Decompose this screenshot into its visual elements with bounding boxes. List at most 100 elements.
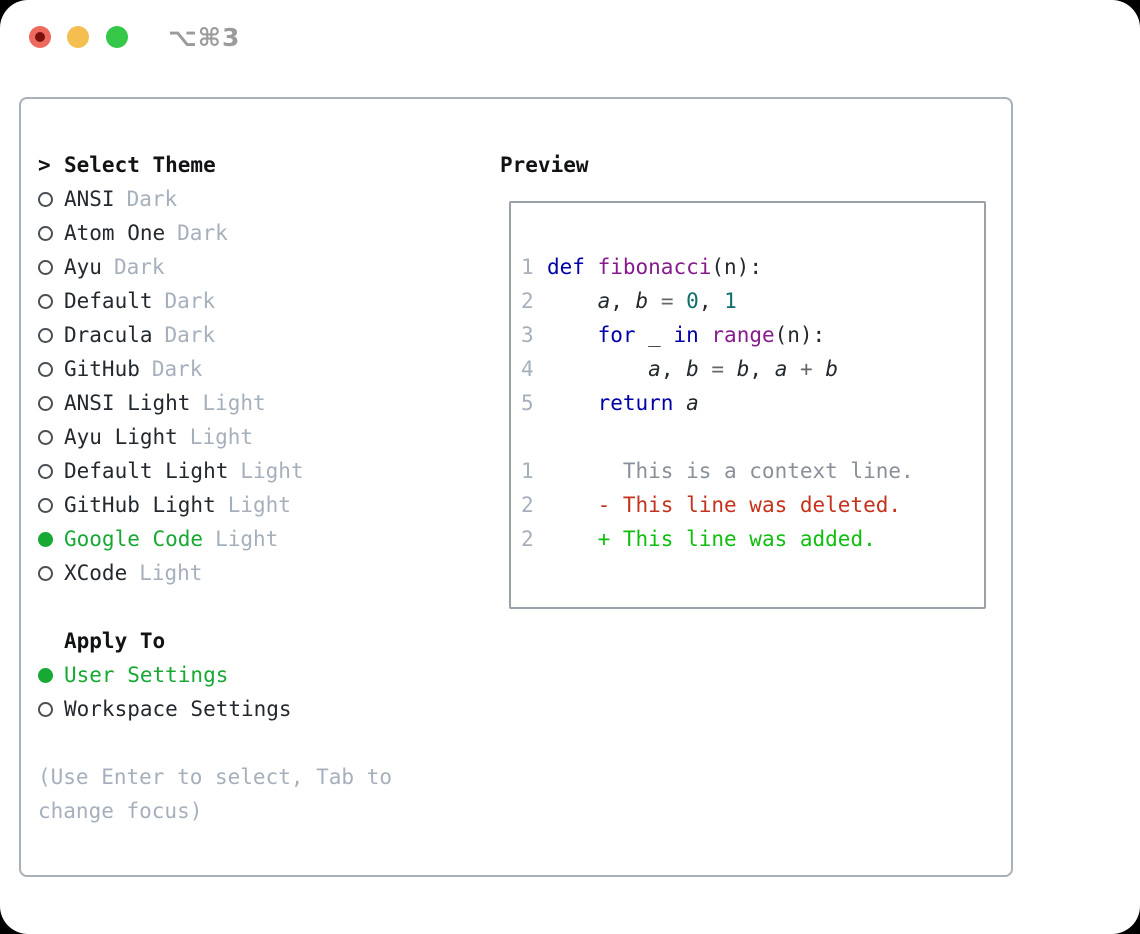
apply-to-label: User Settings [64,663,229,687]
code-line: 4 a, b = b, a + b [521,352,976,386]
theme-option[interactable]: Google Code Light [38,522,468,556]
theme-variant-label: Light [202,391,266,415]
line-number: 4 [521,357,534,381]
spacer [38,726,468,760]
code-token [699,352,712,386]
radio-slot [38,361,64,377]
theme-name-label: Google Code [64,527,204,551]
radio-icon [38,259,53,275]
code-token [547,318,598,352]
code-line: 3 for _ in range(n): [521,318,976,352]
radio-icon [38,293,53,309]
code-token [585,250,598,284]
radio-icon [38,327,53,343]
code-token: in [673,323,699,347]
diff-line: 2 - This line was deleted. [521,488,976,522]
code-token [813,352,826,386]
radio-icon [38,429,53,445]
theme-variant-label: Dark [164,323,216,347]
line-number: 2 [521,527,534,551]
code-token: b [825,357,838,381]
code-token: + [800,357,813,381]
code-line: 5 return a [521,386,976,420]
code-token: return [597,391,674,415]
code-token [648,284,661,318]
apply-to-header: Apply To [38,624,468,658]
code-token [699,318,712,352]
code-token: b [635,289,649,313]
theme-name-label: Ayu [64,255,102,279]
radio-slot [38,395,64,411]
theme-option[interactable]: GitHub Dark [38,352,468,386]
theme-variant-label: Dark [164,289,216,313]
code-token: fibonacci [597,255,712,279]
radio-slot [38,531,64,547]
line-number: 2 [521,289,534,313]
radio-selected-icon [38,667,53,683]
minimize-button[interactable] [67,26,89,48]
radio-icon [38,191,53,207]
theme-variant-label: Dark [151,357,203,381]
code-token: (n): [774,323,826,347]
code-token: b [686,357,699,381]
theme-option[interactable]: Default Dark [38,284,468,318]
radio-slot [38,293,64,309]
code-token: = [711,357,725,381]
theme-name-label: Default [64,289,153,313]
theme-variant-label: Light [139,561,203,585]
line-number: 2 [521,493,534,517]
code-token: , [749,357,775,381]
code-token [673,386,686,420]
diff-preview: 1 This is a context line.2 - This line w… [521,454,976,556]
apply-to-option[interactable]: Workspace Settings [38,692,468,726]
theme-name-label: ANSI Light [64,391,191,415]
close-button[interactable] [29,26,51,48]
code-token: - This line was deleted. [597,493,902,517]
theme-variant-label: Light [227,493,291,517]
code-token: _ [635,323,674,347]
select-theme-title: Select Theme [64,153,216,177]
radio-slot [38,667,64,683]
radio-slot [38,327,64,343]
code-token [547,352,648,386]
radio-slot [38,701,64,717]
radio-slot [38,429,64,445]
select-theme-header: > Select Theme [38,148,468,182]
radio-slot [38,259,64,275]
code-token: , [610,289,636,313]
theme-name-label: GitHub [64,357,140,381]
diff-line: 2 + This line was added. [521,522,976,556]
line-number: 5 [521,391,534,415]
code-token: a [774,357,788,381]
theme-name-label: Default Light [64,459,229,483]
code-token [547,386,598,420]
theme-variant-label: Light [215,527,279,551]
radio-icon [38,463,53,479]
spacer [38,590,468,624]
zoom-button[interactable] [106,26,128,48]
code-token: b [736,357,750,381]
unsaved-dot-icon [35,32,45,42]
code-token [547,488,598,522]
apply-to-option[interactable]: User Settings [38,658,468,692]
apply-to-title: Apply To [64,629,166,653]
code-token: , [660,357,687,381]
theme-name-label: Ayu Light [64,425,178,449]
theme-option[interactable]: ANSI Light Light [38,386,468,420]
code-token: for [597,323,636,347]
